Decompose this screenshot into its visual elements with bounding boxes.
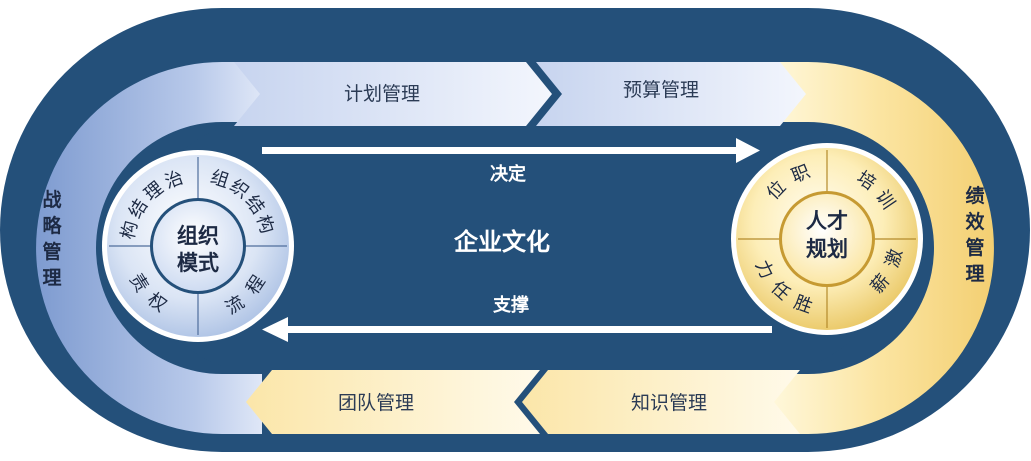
talent-hub-line2: 规划 (806, 236, 848, 261)
decide-arrow (262, 138, 760, 163)
organization-wheel (102, 150, 294, 342)
left-strategy-band (36, 62, 262, 434)
segment-governance: 构 (118, 219, 143, 241)
support-arrow (262, 317, 772, 342)
talent-wheel (731, 143, 923, 335)
performance-label-char: 管 (965, 236, 984, 259)
support-label: 支撑 (492, 294, 529, 316)
inner-track (137, 128, 893, 366)
organization-hub-line1: 组织 (177, 223, 219, 248)
strategy-label-char: 管 (42, 240, 61, 263)
performance-label-char: 绩 (965, 184, 984, 207)
segment-org-structure: 组 (208, 167, 232, 193)
organization-hub-line2: 模式 (177, 250, 219, 275)
center-title: 企业文化 (454, 227, 550, 256)
top-arrow-plan (234, 62, 552, 126)
segment-org-structure: 构 (252, 213, 278, 237)
team-label: 团队管理 (338, 392, 414, 414)
top-arrow-budget (536, 62, 806, 126)
right-performance-band (770, 62, 994, 434)
performance-label-char: 效 (965, 210, 984, 233)
bottom-arrow-team (246, 370, 540, 434)
bottom-arrow-knowledge (522, 370, 800, 434)
decide-label: 决定 (490, 163, 526, 185)
strategy-label-char: 战 (42, 189, 61, 211)
strategy-label-char: 理 (42, 267, 61, 289)
performance-label-char: 理 (965, 263, 984, 285)
strategy-label-char: 略 (42, 214, 62, 237)
budget-label: 预算管理 (623, 79, 699, 101)
talent-hub-line1: 人才 (806, 208, 848, 233)
segment-compensation: 激 (882, 247, 907, 270)
knowledge-label: 知识管理 (631, 392, 707, 414)
plan-label: 计划管理 (344, 83, 420, 105)
